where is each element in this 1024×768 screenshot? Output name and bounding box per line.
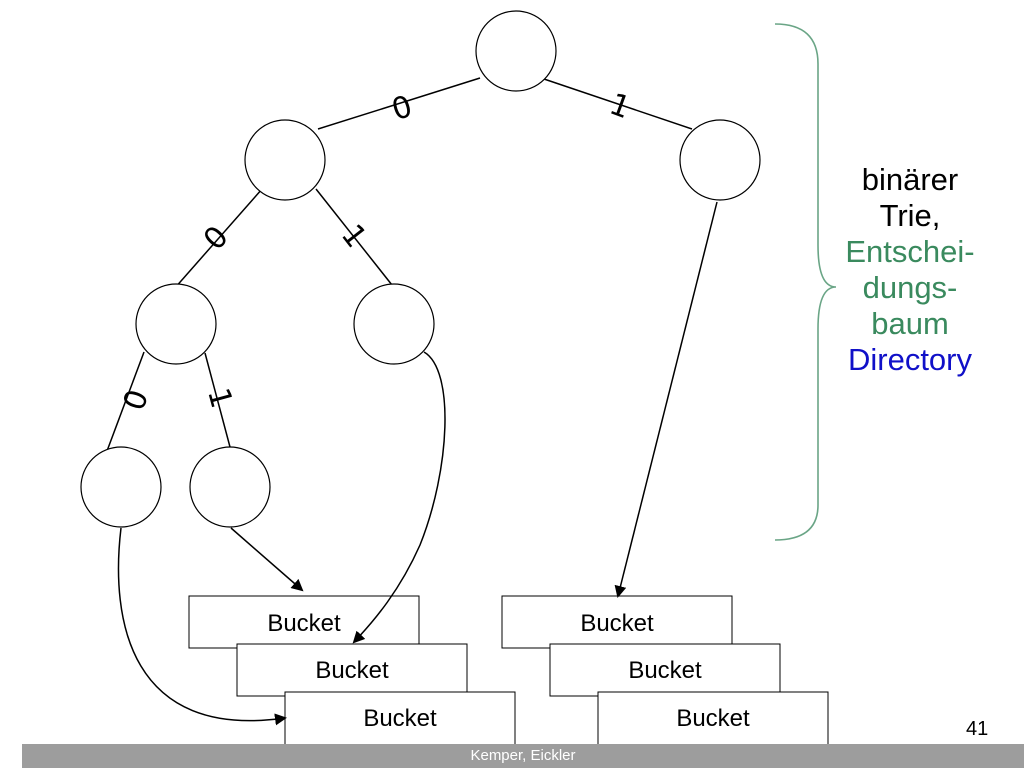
bucket-left-1: Bucket (188, 595, 420, 649)
label-line-directory: Directory (847, 342, 972, 377)
buckets-left: Bucket Bucket Bucket (188, 595, 516, 747)
trie-node-root (475, 10, 557, 92)
trie-node-001 (189, 446, 271, 528)
edge-ll-right (204, 352, 231, 448)
buckets-right: Bucket Bucket Bucket (501, 595, 829, 747)
trie-edges (106, 77, 693, 452)
label-line-baum: baum (871, 306, 949, 341)
right-brace (774, 23, 837, 541)
bucket-pointers (117, 201, 718, 726)
edge-l-left (173, 188, 263, 290)
trie-node-000 (80, 446, 162, 528)
edge-root-left (317, 77, 481, 130)
label-line-binaerer: binärer (861, 162, 959, 197)
edge-label-ll-1: 1 (200, 384, 239, 412)
pointer-node-1-to-bucket (614, 201, 718, 598)
pointer-node-001-to-bucket (230, 527, 304, 592)
trie-node-01 (353, 283, 435, 365)
bucket-left-3: Bucket (284, 691, 516, 747)
edge-l-right (315, 188, 393, 286)
pointer-node-01-to-bucket (352, 351, 446, 644)
label-line-dungs: dungs- (862, 270, 958, 305)
bucket-left-2: Bucket (236, 643, 468, 697)
edge-root-right (543, 78, 693, 130)
edge-ll-left (106, 351, 145, 452)
edge-label-l-1: 1 (334, 218, 373, 255)
bucket-label: Bucket (363, 705, 437, 732)
bucket-right-3: Bucket (597, 691, 829, 747)
trie-node-1 (679, 119, 761, 201)
bucket-right-1: Bucket (501, 595, 733, 649)
edge-label-root-1: 1 (605, 87, 635, 126)
label-line-entschei: Entschei- (845, 234, 975, 269)
trie-node-0 (244, 119, 326, 201)
footer-author: Kemper, Eickler (470, 747, 576, 764)
bucket-right-2: Bucket (549, 643, 781, 697)
edge-label-root-0: 0 (388, 89, 417, 128)
trie-edge-labels: 0 1 0 1 0 1 (117, 87, 635, 415)
bucket-label: Bucket (676, 705, 750, 732)
directory-label: binärer Trie, Entschei- dungs- baum Dire… (830, 162, 990, 378)
bucket-label: Bucket (628, 657, 702, 684)
label-line-trie: Trie, (879, 198, 941, 233)
page-number: 41 (966, 718, 989, 740)
bucket-label: Bucket (315, 657, 389, 684)
trie-node-00 (135, 283, 217, 365)
bucket-label: Bucket (580, 610, 654, 637)
footer-bar: Kemper, Eickler (22, 744, 1024, 768)
trie-nodes (80, 10, 761, 528)
pointer-node-000-to-bucket (117, 527, 287, 726)
bucket-label: Bucket (267, 610, 341, 637)
